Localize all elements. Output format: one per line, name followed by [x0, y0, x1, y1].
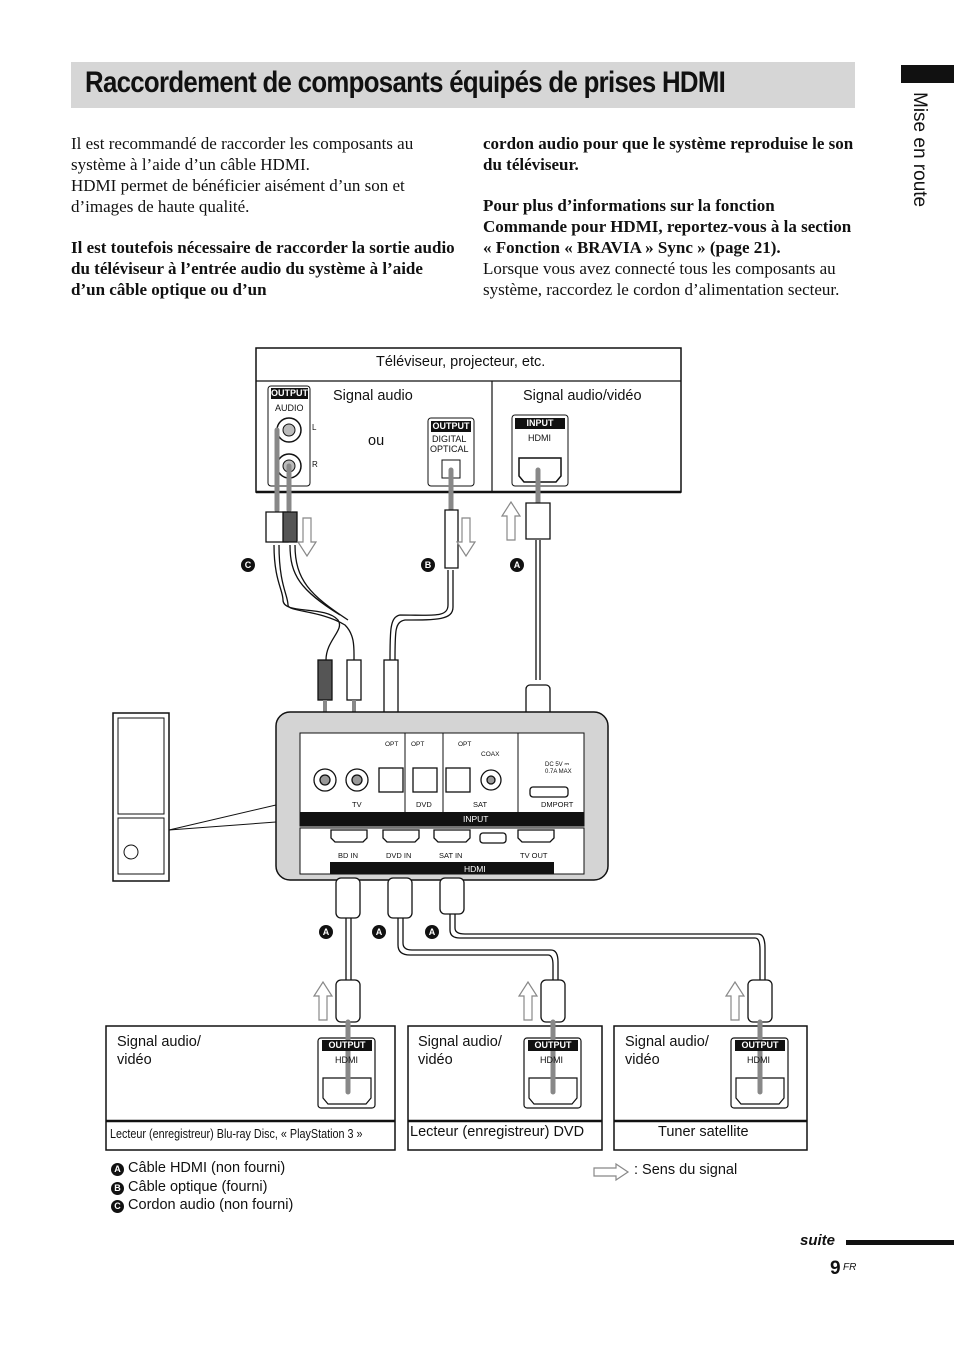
opt-label-3: OPT — [458, 741, 472, 748]
device-2-hdmi-label: HDMI — [540, 1055, 563, 1065]
audio-note-paragraph: Il est toutefois nécessaire de raccorder… — [71, 238, 455, 299]
dvd-in-label: DVD IN — [386, 851, 412, 860]
audio-label: AUDIO — [275, 403, 304, 413]
opt-label-2: OPT — [411, 741, 425, 748]
tv-hdmi-label: HDMI — [528, 433, 551, 443]
device-2-output-tag: OUTPUT — [528, 1040, 578, 1051]
dmport-label: DMPORT — [541, 800, 574, 809]
coax-label: COAX — [481, 751, 500, 758]
legend-c: C Cordon audio (non fourni) — [111, 1197, 293, 1213]
device-3-signal: Signal audio/ vidéo — [625, 1034, 709, 1068]
input-bar-label: INPUT — [463, 814, 489, 824]
legend-a: A Câble HDMI (non fourni) — [111, 1160, 285, 1176]
tv-out-label: TV OUT — [520, 851, 548, 860]
cable-a-badge-sat: A — [425, 925, 439, 939]
legend-b-text: Câble optique (fourni) — [128, 1179, 268, 1195]
section-tab — [901, 65, 954, 83]
right-channel-label: R — [312, 460, 318, 469]
or-label: ou — [368, 433, 385, 449]
continued-rule — [846, 1240, 954, 1245]
audio-note-continued: cordon audio pour que le système reprodu… — [483, 134, 854, 174]
cable-c-badge: C — [241, 558, 255, 572]
digital-label: DIGITAL — [432, 434, 467, 444]
page-language-suffix: FR — [843, 1262, 857, 1273]
left-channel-label: L — [312, 423, 317, 432]
text-column-left: Il est recommandé de raccorder les compo… — [71, 133, 461, 320]
device-1-hdmi-label: HDMI — [335, 1055, 358, 1065]
device-1-output-tag: OUTPUT — [322, 1040, 372, 1051]
control-hdmi-paragraph: Pour plus d’informations sur la fonction… — [483, 196, 852, 257]
device-2-name: Lecteur (enregistreur) DVD — [410, 1124, 585, 1140]
tv-title: Téléviseur, projecteur, etc. — [376, 354, 546, 370]
legend-a-badge: A — [111, 1163, 124, 1176]
bd-in-label: BD IN — [338, 851, 359, 860]
optical-label: OPTICAL — [430, 444, 469, 454]
text-column-right: cordon audio pour que le système reprodu… — [483, 133, 858, 320]
sat-in-label: SAT IN — [439, 851, 463, 860]
signal-av-label: Signal audio/vidéo — [523, 388, 642, 404]
legend-c-badge: C — [111, 1200, 124, 1213]
signal-audio-label: Signal audio — [333, 388, 413, 404]
dc-max-label: 0.7A MAX — [545, 769, 572, 775]
hdmi-bar-label: HDMI — [464, 864, 486, 874]
device-1-name: Lecteur (enregistreur) Blu-ray Disc, « P… — [110, 1126, 363, 1141]
legend-b: B Câble optique (fourni) — [111, 1179, 267, 1195]
legend-b-badge: B — [111, 1182, 124, 1195]
tv-output-tag: OUTPUT — [271, 388, 308, 399]
tv-input-tag: INPUT — [515, 418, 565, 429]
tv-optical-output-tag: OUTPUT — [431, 421, 471, 432]
power-cord-paragraph: Lorsque vous avez connecté tous les comp… — [483, 259, 840, 299]
page-number: 9 — [830, 1258, 841, 1279]
page-title: Raccordement de composants équipés de pr… — [85, 66, 726, 99]
cable-b-badge: B — [421, 558, 435, 572]
tv-input-label: TV — [352, 800, 362, 809]
dvd-input-label: DVD — [416, 800, 432, 809]
signal-direction-legend: : Sens du signal — [634, 1162, 738, 1178]
continued-label: suite — [800, 1232, 836, 1249]
sat-input-label: SAT — [473, 800, 488, 809]
legend-a-text: Câble HDMI (non fourni) — [128, 1160, 286, 1176]
opt-label-1: OPT — [385, 741, 399, 748]
cable-a-badge-dvd: A — [372, 925, 386, 939]
section-label: Mise en route — [909, 92, 930, 208]
device-3-name: Tuner satellite — [658, 1124, 749, 1140]
hdmi-paragraph: HDMI permet de bénéficier aisément d’un … — [71, 176, 405, 216]
device-2-signal: Signal audio/ vidéo — [418, 1034, 502, 1068]
device-1-signal: Signal audio/ vidéo — [117, 1034, 201, 1068]
title-bar — [71, 62, 855, 108]
device-3-output-tag: OUTPUT — [735, 1040, 785, 1051]
device-3-hdmi-label: HDMI — [747, 1055, 770, 1065]
cable-a-badge: A — [510, 558, 524, 572]
cable-a-badge-bd: A — [319, 925, 333, 939]
intro-paragraph: Il est recommandé de raccorder les compo… — [71, 134, 414, 174]
dc-label: DC 5V ⎓ — [545, 762, 570, 768]
legend-c-text: Cordon audio (non fourni) — [128, 1197, 294, 1213]
